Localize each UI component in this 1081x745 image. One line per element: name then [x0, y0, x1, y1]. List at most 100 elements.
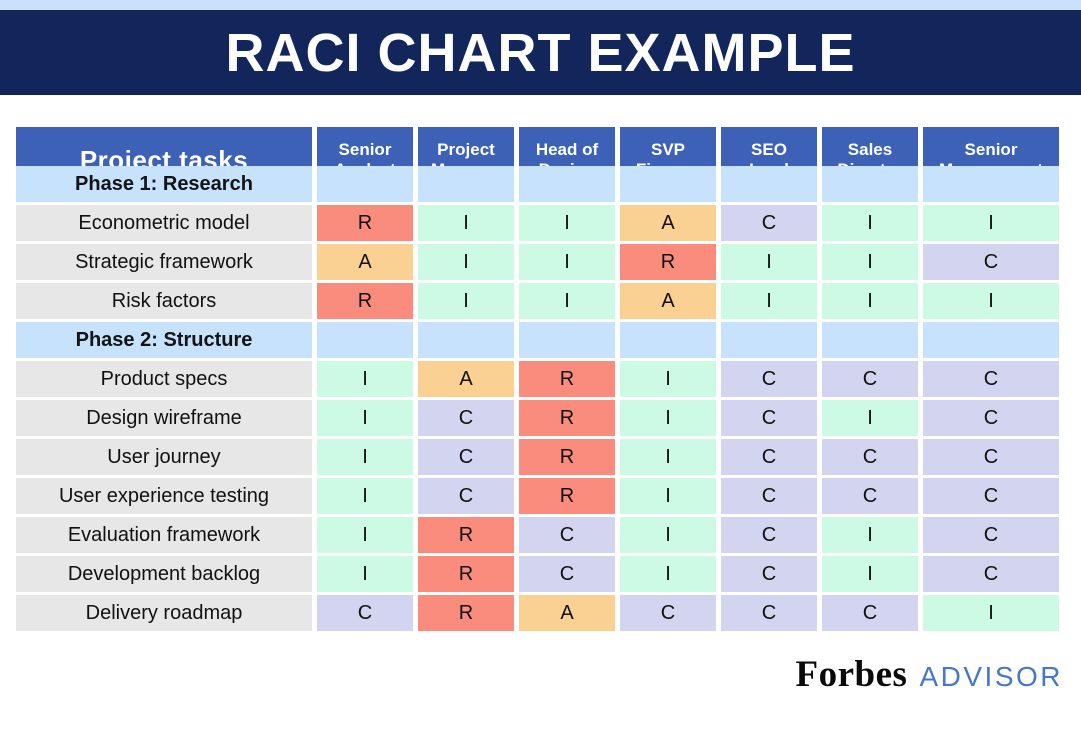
phase-row-cell-0	[317, 322, 413, 358]
raci-cell-C: C	[923, 478, 1059, 514]
raci-cell-I: I	[822, 283, 918, 319]
raci-cell-C: C	[721, 361, 817, 397]
phase-row-cell-4	[721, 322, 817, 358]
task-row-label: Design wireframe	[16, 400, 312, 436]
raci-cell-I: I	[519, 244, 615, 280]
raci-cell-I: I	[418, 244, 514, 280]
page-title: RACI CHART EXAMPLE	[225, 22, 856, 83]
raci-cell-R: R	[519, 478, 615, 514]
phase-row-cell-3	[620, 166, 716, 202]
task-row-label: User journey	[16, 439, 312, 475]
raci-cell-R: R	[519, 400, 615, 436]
phase-row-cell-5	[822, 322, 918, 358]
raci-cell-C: C	[418, 478, 514, 514]
raci-cell-I: I	[418, 283, 514, 319]
phase-row-cell-0	[317, 166, 413, 202]
raci-cell-C: C	[923, 556, 1059, 592]
raci-cell-A: A	[620, 205, 716, 241]
phase-row-cell-1	[418, 322, 514, 358]
task-row-label: Development backlog	[16, 556, 312, 592]
raci-cell-C: C	[519, 517, 615, 553]
raci-cell-R: R	[418, 556, 514, 592]
forbes-logo: Forbes	[795, 654, 908, 695]
raci-cell-I: I	[822, 556, 918, 592]
top-accent-strip	[0, 0, 1081, 10]
raci-cell-C: C	[721, 556, 817, 592]
task-row-label: Evaluation framework	[16, 517, 312, 553]
raci-cell-A: A	[418, 361, 514, 397]
raci-cell-I: I	[620, 517, 716, 553]
task-row-label: Econometric model	[16, 205, 312, 241]
raci-cell-A: A	[519, 595, 615, 631]
task-row-label: User experience testing	[16, 478, 312, 514]
raci-cell-C: C	[822, 478, 918, 514]
raci-cell-I: I	[317, 439, 413, 475]
raci-cell-C: C	[923, 439, 1059, 475]
raci-cell-C: C	[418, 400, 514, 436]
raci-cell-R: R	[418, 595, 514, 631]
phase-row-label: Phase 1: Research	[16, 166, 312, 202]
raci-cell-I: I	[721, 244, 817, 280]
raci-cell-I: I	[923, 595, 1059, 631]
task-row-label: Product specs	[16, 361, 312, 397]
raci-cell-C: C	[721, 400, 817, 436]
task-row-label: Delivery roadmap	[16, 595, 312, 631]
raci-cell-C: C	[721, 205, 817, 241]
raci-cell-I: I	[317, 400, 413, 436]
raci-cell-I: I	[317, 361, 413, 397]
raci-cell-C: C	[317, 595, 413, 631]
raci-cell-I: I	[519, 205, 615, 241]
raci-cell-C: C	[923, 400, 1059, 436]
phase-row-cell-3	[620, 322, 716, 358]
phase-row-cell-5	[822, 166, 918, 202]
raci-cell-R: R	[620, 244, 716, 280]
raci-cell-I: I	[620, 439, 716, 475]
raci-cell-I: I	[822, 400, 918, 436]
raci-cell-C: C	[418, 439, 514, 475]
raci-cell-I: I	[822, 517, 918, 553]
raci-cell-I: I	[822, 244, 918, 280]
raci-cell-R: R	[317, 283, 413, 319]
task-row-label: Risk factors	[16, 283, 312, 319]
raci-cell-C: C	[721, 595, 817, 631]
raci-cell-I: I	[317, 556, 413, 592]
raci-cell-C: C	[822, 361, 918, 397]
raci-cell-C: C	[923, 361, 1059, 397]
raci-cell-C: C	[822, 439, 918, 475]
phase-row-cell-2	[519, 322, 615, 358]
raci-cell-C: C	[721, 478, 817, 514]
task-row-label: Strategic framework	[16, 244, 312, 280]
raci-cell-I: I	[620, 478, 716, 514]
phase-row-cell-4	[721, 166, 817, 202]
raci-cell-R: R	[317, 205, 413, 241]
raci-cell-A: A	[317, 244, 413, 280]
phase-row-cell-6	[923, 322, 1059, 358]
advisor-logo-text: ADVISOR	[919, 661, 1063, 692]
raci-cell-C: C	[519, 556, 615, 592]
phase-row-cell-2	[519, 166, 615, 202]
raci-cell-I: I	[923, 283, 1059, 319]
raci-cell-I: I	[317, 478, 413, 514]
title-banner: RACI CHART EXAMPLE	[0, 10, 1081, 95]
raci-cell-I: I	[822, 205, 918, 241]
raci-cell-I: I	[923, 205, 1059, 241]
raci-cell-I: I	[418, 205, 514, 241]
raci-cell-C: C	[620, 595, 716, 631]
raci-cell-I: I	[519, 283, 615, 319]
phase-row-cell-6	[923, 166, 1059, 202]
raci-cell-C: C	[721, 517, 817, 553]
raci-cell-I: I	[620, 361, 716, 397]
raci-cell-C: C	[822, 595, 918, 631]
raci-cell-R: R	[418, 517, 514, 553]
raci-cell-I: I	[620, 400, 716, 436]
raci-cell-C: C	[721, 439, 817, 475]
phase-row-label: Phase 2: Structure	[16, 322, 312, 358]
raci-cell-C: C	[923, 517, 1059, 553]
raci-cell-A: A	[620, 283, 716, 319]
raci-cell-I: I	[620, 556, 716, 592]
raci-cell-I: I	[721, 283, 817, 319]
raci-cell-I: I	[317, 517, 413, 553]
raci-cell-R: R	[519, 439, 615, 475]
